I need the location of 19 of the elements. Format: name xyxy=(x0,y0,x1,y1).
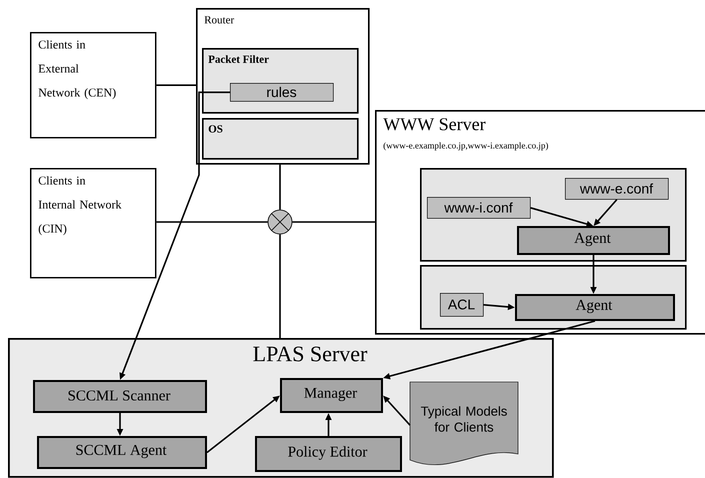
module-box: Agent xyxy=(515,294,675,321)
junction-circle xyxy=(268,210,292,234)
file-box: www-e.conf xyxy=(565,178,669,200)
client-box: Clients in External Network (CEN) xyxy=(30,32,156,138)
client-box: Clients in Internal Network (CIN) xyxy=(30,168,156,278)
connection-line xyxy=(279,164,281,210)
connection-line xyxy=(292,221,375,223)
module-box: Policy Editor xyxy=(255,436,402,472)
module-box: Manager xyxy=(280,378,383,413)
file-box: ACL xyxy=(440,293,484,317)
file-box: www-i.conf xyxy=(427,197,531,219)
module-box: SCCML Scanner xyxy=(33,380,207,413)
file-box: rules xyxy=(230,83,334,102)
connection-line xyxy=(156,84,196,86)
connection-line xyxy=(279,234,281,338)
layer-box: OS xyxy=(202,118,359,160)
connection-line xyxy=(156,221,268,223)
module-box: Agent xyxy=(517,226,670,255)
module-box: SCCML Agent xyxy=(37,436,207,469)
